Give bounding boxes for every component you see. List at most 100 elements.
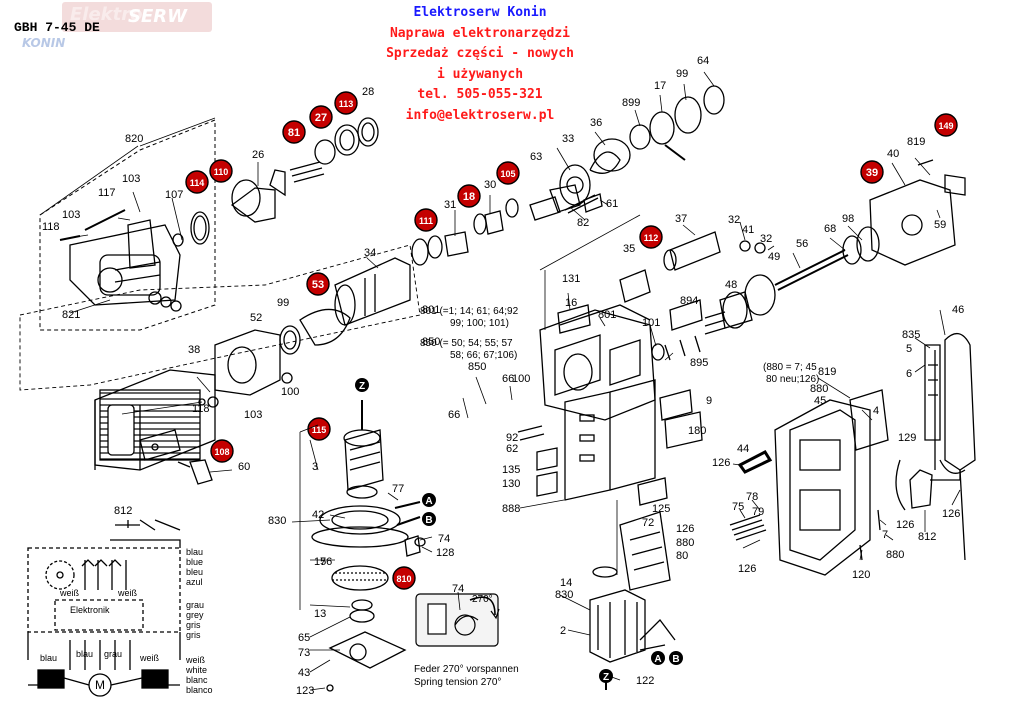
part-label-830: 830 (268, 515, 286, 527)
part-label-16: 16 (565, 297, 577, 309)
svg-text:114: 114 (190, 178, 205, 188)
callout-39: 39 (860, 160, 884, 184)
note-n880a: (880 = 7; 45 (763, 362, 817, 373)
callout-113: 113 (334, 91, 358, 115)
callout-115: 115 (307, 417, 331, 441)
part-label-126: 126 (738, 563, 756, 575)
part-label-76: 76 (320, 556, 332, 568)
part-label-895: 895 (690, 357, 708, 369)
callout-111: 111 (414, 208, 438, 232)
part-label-36: 36 (590, 117, 602, 129)
part-label-101: 101 (642, 317, 660, 329)
part-label-126: 126 (896, 519, 914, 531)
part-label-6: 6 (906, 368, 912, 380)
wiring-legend-grau: grey (186, 610, 204, 620)
part-label-118: 118 (42, 221, 60, 233)
part-label-26: 26 (252, 149, 264, 161)
part-label-46: 46 (952, 304, 964, 316)
callout-810: 810 (392, 566, 416, 590)
part-label-61: 61 (606, 198, 618, 210)
part-label-100: 100 (281, 386, 299, 398)
part-label-801: 801 (598, 309, 616, 321)
note-n801: 801 (=1; 14; 61; 64;92 (420, 306, 519, 317)
marker-B: B (669, 651, 683, 665)
shop-name: Elektroserw Konin (413, 5, 547, 20)
part-label-62: 62 (506, 443, 518, 455)
marker-A: A (651, 651, 665, 665)
svg-text:18: 18 (463, 191, 475, 203)
wiring-legend-grau: grau (186, 600, 204, 610)
part-label-122: 122 (636, 675, 654, 687)
part-label-45: 45 (814, 395, 826, 407)
part-label-43: 43 (298, 667, 310, 679)
part-label-41: 41 (742, 224, 754, 236)
note-spring_de: Feder 270° vorspannen (414, 664, 519, 675)
part-label-32: 32 (728, 214, 740, 226)
model-title: GBH 7-45 DE (14, 20, 100, 35)
note-n801b: 99; 100; 101) (450, 318, 509, 329)
part-label-819: 819 (818, 366, 836, 378)
watermark-logo: Elektro SERW (62, 2, 212, 32)
part-label-92: 92 (506, 432, 518, 444)
part-label-65: 65 (298, 632, 310, 644)
wiring-legend-weiss: white (185, 665, 207, 675)
part-label-126: 126 (676, 523, 694, 535)
part-label-888: 888 (502, 503, 520, 515)
part-label-899: 899 (622, 97, 640, 109)
shop-line: Sprzedaż części - nowych (386, 46, 574, 61)
note-n880b: 80 neu;126) (766, 374, 819, 385)
part-label-820: 820 (125, 133, 143, 145)
part-label-99: 99 (676, 68, 688, 80)
callout-110: 110 (209, 159, 233, 183)
part-label-812: 812 (114, 505, 132, 517)
part-label-801: 801 (422, 304, 440, 316)
svg-text:Z: Z (603, 672, 609, 683)
wiring-legend-grau: gris (186, 630, 201, 640)
part-label-100: 100 (512, 373, 530, 385)
part-label-82: 82 (577, 217, 589, 229)
marker-Z: Z (599, 669, 613, 683)
part-label-13: 13 (314, 608, 326, 620)
motor-housing (94, 308, 351, 485)
svg-text:A: A (654, 654, 661, 665)
svg-text:B: B (425, 515, 432, 526)
wiring-legend-grau: gris (186, 620, 201, 630)
part-label-3: 3 (312, 461, 318, 473)
shop-email[interactable]: info@elektroserw.pl (405, 107, 555, 123)
part-label-103: 103 (122, 173, 140, 185)
callout-114: 114 (185, 170, 209, 194)
svg-text:111: 111 (419, 216, 433, 226)
gear-housing (517, 304, 703, 506)
part-label-880: 880 (810, 383, 828, 395)
part-label-72: 72 (642, 517, 654, 529)
part-label-880: 880 (676, 537, 694, 549)
part-label-103: 103 (244, 409, 262, 421)
callout-18: 18 (457, 184, 481, 208)
part-label-103: 103 (62, 209, 80, 221)
part-label-74: 74 (438, 533, 450, 545)
svg-text:810: 810 (396, 574, 411, 584)
part-label-52: 52 (250, 312, 262, 324)
part-label-850: 850 (468, 361, 486, 373)
part-label-126: 126 (712, 457, 730, 469)
shop-contact-block: Elektroserw Konin Naprawa elektronarzędz… (360, 3, 600, 126)
chuck-assembly (39, 117, 379, 331)
part-label-66: 66 (502, 373, 514, 385)
part-label-135: 135 (502, 464, 520, 476)
callout-108: 108 (210, 439, 234, 463)
part-label-9: 9 (706, 395, 712, 407)
part-label-64: 64 (697, 55, 709, 67)
svg-text:108: 108 (214, 447, 229, 457)
part-label-126: 126 (942, 508, 960, 520)
part-label-123: 123 (296, 685, 314, 697)
part-label-60: 60 (238, 461, 250, 473)
part-label-34: 34 (364, 247, 376, 259)
part-label-7: 7 (882, 529, 888, 541)
part-label-835: 835 (902, 329, 920, 341)
callout-81: 81 (282, 120, 306, 144)
part-label-14: 14 (560, 577, 572, 589)
wiring-legend-weiss: blanc (186, 675, 208, 685)
